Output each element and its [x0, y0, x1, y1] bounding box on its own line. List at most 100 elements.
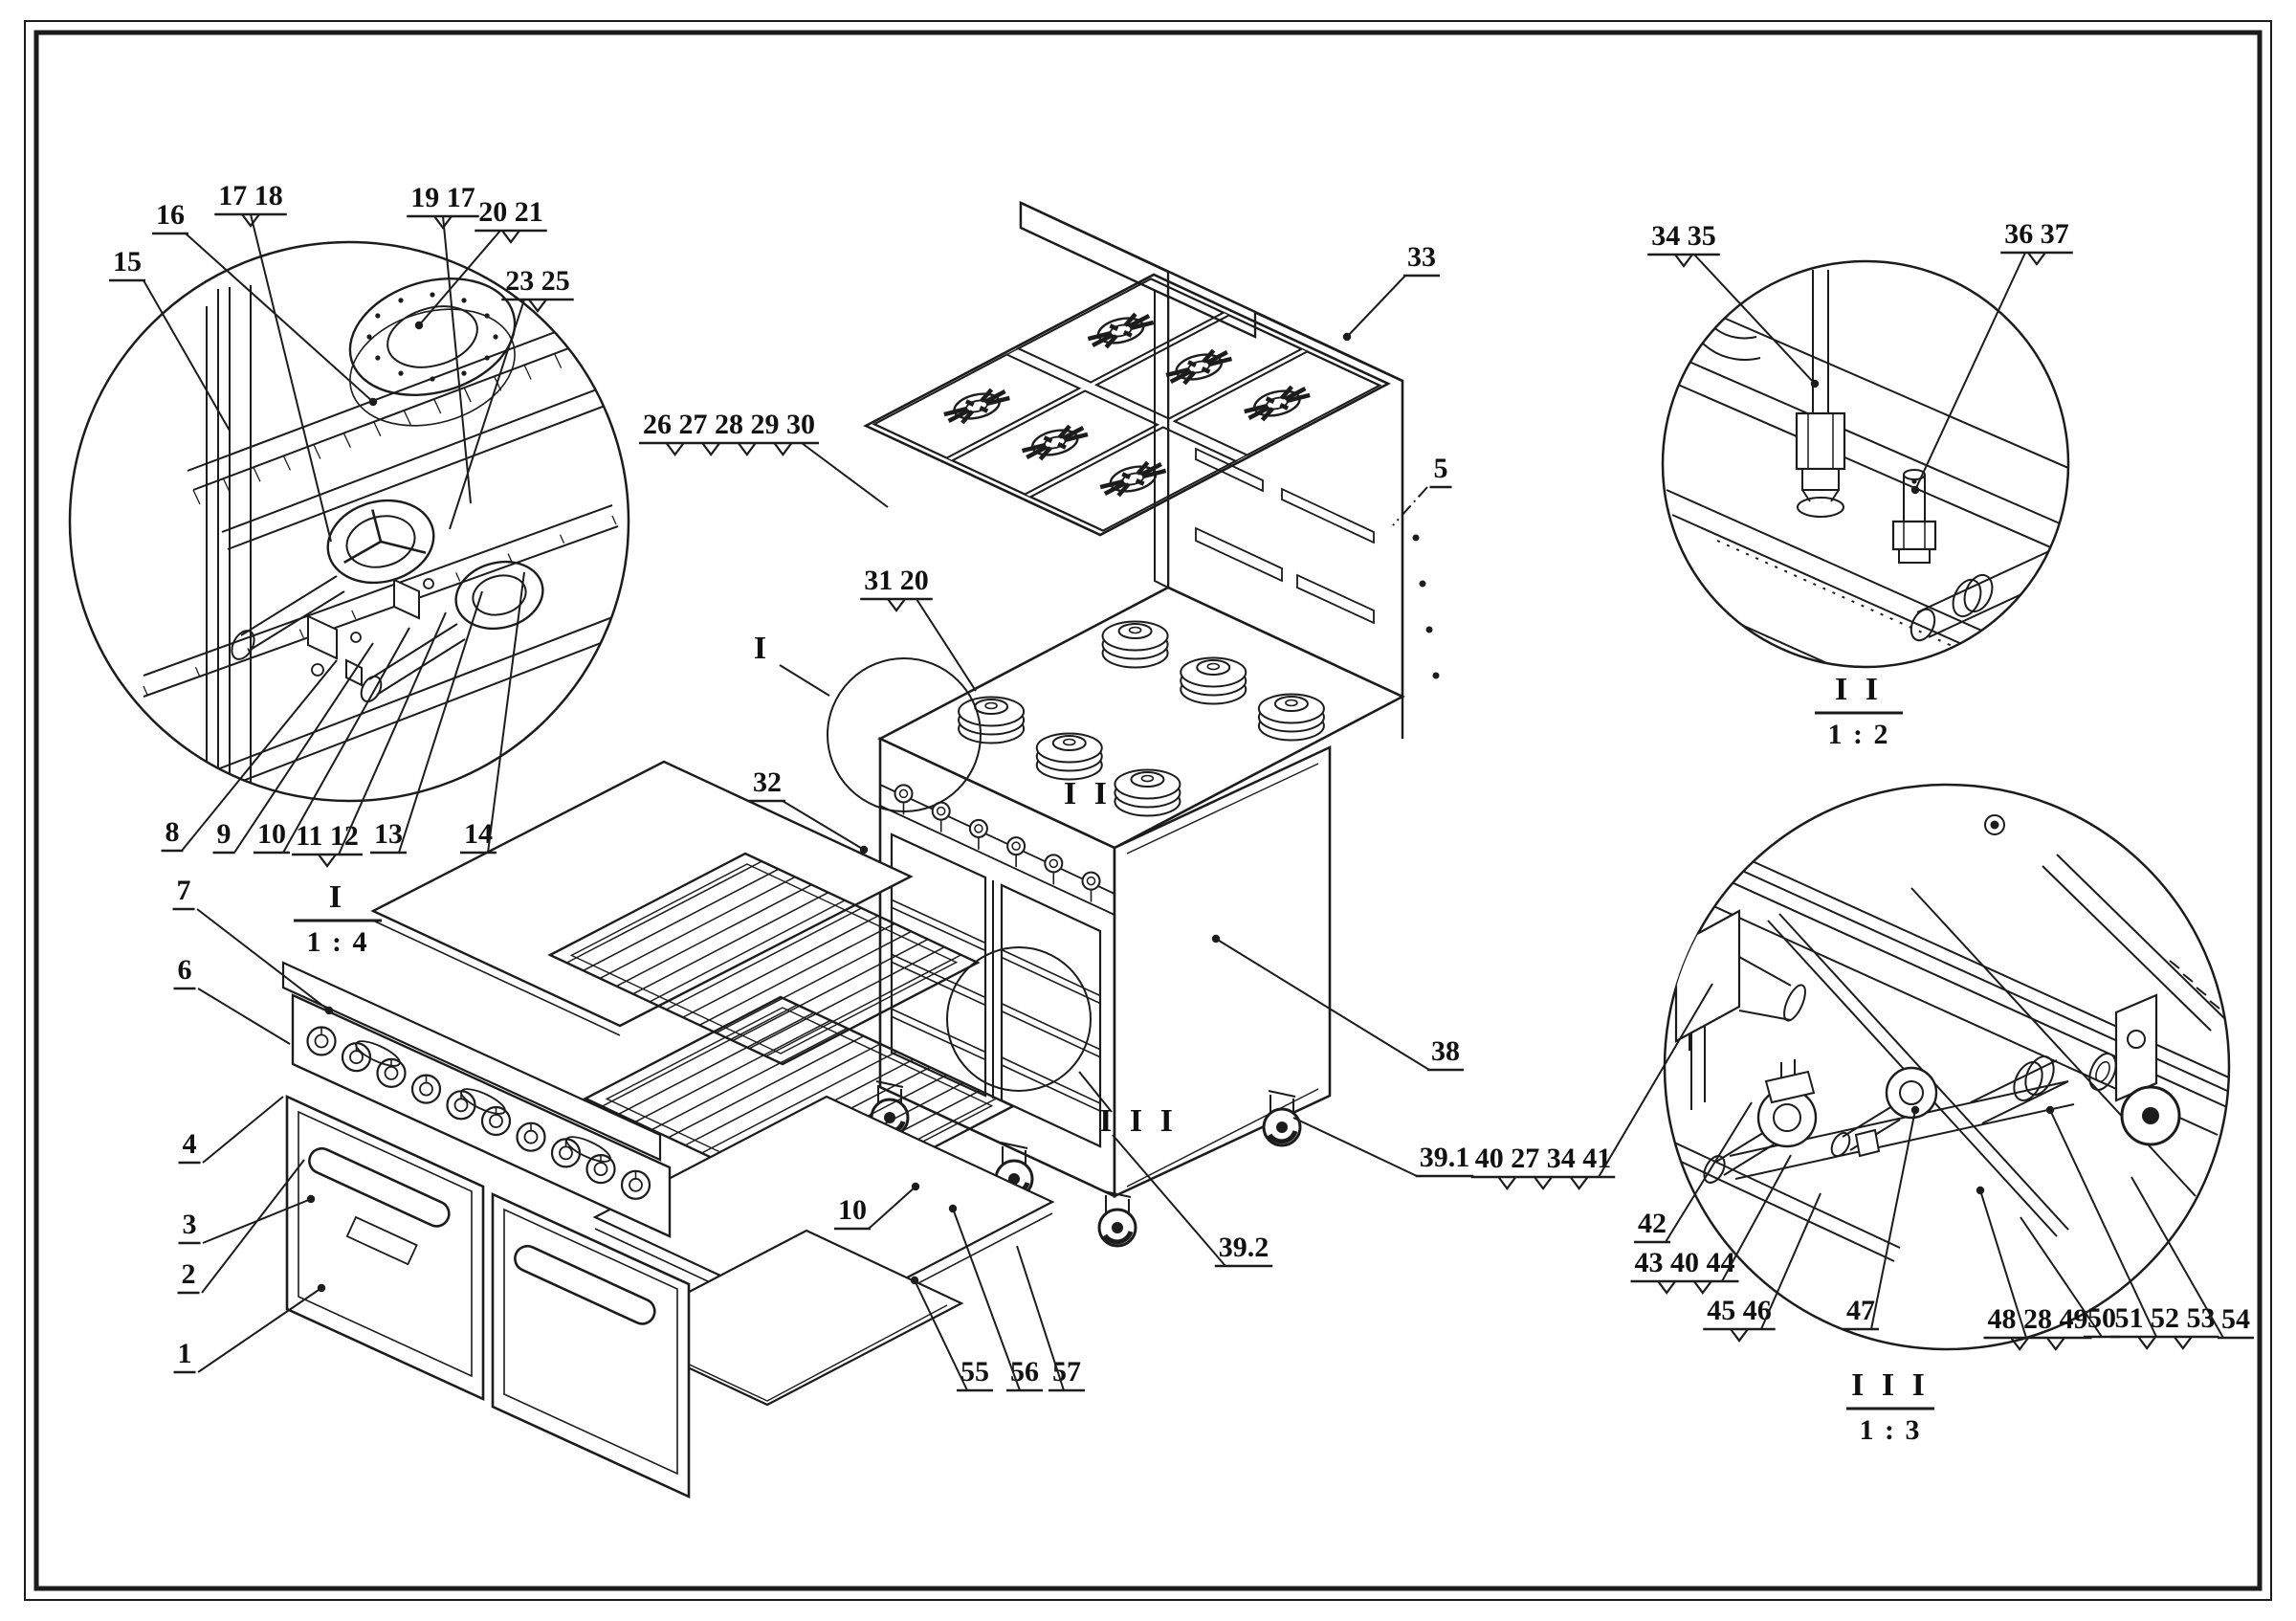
part-label-26-27-28-29-30: 26 27 28 29 30 — [643, 409, 815, 440]
part-label-36-37: 36 37 — [2004, 218, 2069, 250]
part-label-47: 47 — [1846, 1295, 1875, 1326]
callout-36-37: 36 37 — [1910, 218, 2073, 495]
callout-10b: 10 — [834, 1182, 920, 1231]
section-mark-scale: 1 : 4 — [307, 926, 369, 958]
callout-2: 2 — [177, 1159, 305, 1295]
callout-13: 13 — [370, 590, 483, 855]
part-label-10a: 10 — [257, 818, 286, 850]
part-label-17-18: 17 18 — [218, 180, 283, 211]
part-label-7: 7 — [177, 875, 191, 906]
part-label-54: 54 — [2221, 1303, 2250, 1335]
callout-5: 5 — [1392, 453, 1452, 526]
callout-19-17: 19 17 — [407, 182, 479, 504]
section-mark-scale: 1 : 2 — [1828, 719, 1890, 750]
part-label-42: 42 — [1638, 1208, 1667, 1239]
part-label-5: 5 — [1434, 453, 1448, 484]
range-main-unit — [870, 586, 1405, 1248]
callout-47: 47 — [1843, 1105, 1920, 1331]
callout-3: 3 — [178, 1194, 316, 1245]
part-label-6: 6 — [178, 954, 192, 986]
detail-3-content — [1665, 814, 2229, 1262]
detail-circle-1 — [68, 240, 630, 803]
callout-55: 55 — [910, 1276, 993, 1392]
part-label-39.1: 39.1 — [1420, 1142, 1470, 1173]
callout-15: 15 — [109, 246, 231, 432]
oven-racks-and-panels — [370, 760, 1055, 1407]
part-label-31-20: 31 20 — [864, 565, 929, 596]
front-control-panel-and-doors — [281, 961, 691, 1499]
callout-6: 6 — [173, 954, 291, 1045]
callout-33: 33 — [1342, 241, 1440, 342]
callout-56: 56 — [948, 1204, 1043, 1392]
part-label-10b: 10 — [838, 1194, 867, 1226]
burner-grate-panel — [863, 273, 1391, 537]
part-label-14: 14 — [464, 818, 493, 850]
part-label-57: 57 — [1052, 1356, 1081, 1388]
part-label-50: 50 — [2087, 1302, 2116, 1334]
sheet-border — [24, 20, 2272, 1601]
callout-11-12: 11 12 — [292, 611, 447, 868]
callout-31-20: 31 20 — [860, 565, 977, 692]
part-label-51-52-53: 51 52 53 — [2115, 1302, 2216, 1334]
part-label-56: 56 — [1010, 1356, 1039, 1388]
part-label-39.2: 39.2 — [1219, 1232, 1269, 1263]
callout-34-35: 34 35 — [1647, 220, 1820, 389]
part-label-3: 3 — [183, 1209, 197, 1240]
part-label-33: 33 — [1407, 241, 1436, 273]
callout-7: 7 — [172, 875, 334, 1015]
callout-38: 38 — [1211, 934, 1464, 1072]
callout-26-27-28-29-30: 26 27 28 29 30 — [639, 409, 889, 508]
part-label-23-25: 23 25 — [505, 265, 570, 297]
part-label-19-17: 19 17 — [410, 182, 475, 213]
callout-43-40-44: 43 40 44 — [1630, 1154, 1792, 1295]
back-riser-and-shelf — [1019, 201, 1440, 739]
detail-marker-1: I — [754, 631, 771, 666]
callout-40-27-34-41: 40 27 34 41 — [1470, 983, 1713, 1190]
callout-39.2: 39.2 — [1112, 1134, 1273, 1268]
callout-57: 57 — [1016, 1245, 1085, 1392]
callout-51-52-53: 51 52 53 — [2045, 1105, 2219, 1350]
callout-54: 54 — [2130, 1176, 2254, 1340]
section-mark-numeral: I — [329, 879, 346, 915]
callout-10a: 10 — [254, 627, 410, 855]
part-label-9: 9 — [217, 818, 232, 850]
detail-view-markers: II II I II1 : 4I I1 : 2I I I1 : 3 — [294, 631, 1934, 1446]
section-mark-1: I 1 : 4 — [294, 879, 382, 958]
detail-2-content — [1666, 270, 2068, 667]
callout-48-28-49: 48 28 49 — [1976, 1186, 2092, 1351]
part-label-15: 15 — [113, 246, 142, 278]
callout-8: 8 — [161, 659, 338, 853]
callout-20-21: 20 21 — [414, 196, 547, 330]
part-label-43-40-44: 43 40 44 — [1635, 1247, 1735, 1278]
callout-23-25: 23 25 — [449, 265, 574, 530]
part-label-32: 32 — [753, 766, 782, 798]
part-label-1: 1 — [178, 1338, 192, 1369]
part-label-16: 16 — [156, 199, 185, 231]
callout-16: 16 — [152, 199, 378, 407]
callout-42: 42 — [1634, 1101, 1753, 1244]
callout-39.1: 39.1 — [1292, 1117, 1474, 1178]
part-label-40-27-34-41: 40 27 34 41 — [1475, 1143, 1612, 1174]
detail-circle-2 — [1661, 259, 2070, 669]
detail-1-content — [143, 277, 629, 801]
detail-circle-3 — [1663, 783, 2231, 1351]
callout-9: 9 — [212, 642, 374, 855]
section-mark-3: I I I1 : 3 — [1846, 1367, 1934, 1446]
section-mark-numeral: I I I — [1851, 1367, 1930, 1403]
callout-1: 1 — [173, 1283, 326, 1374]
callout-50: 50 — [2020, 1216, 2120, 1339]
part-label-13: 13 — [374, 818, 403, 850]
part-label-4: 4 — [183, 1128, 197, 1160]
callout-14: 14 — [460, 571, 525, 855]
part-label-8: 8 — [166, 816, 180, 848]
section-mark-2: I I1 : 2 — [1815, 672, 1903, 750]
callout-4: 4 — [178, 1096, 284, 1165]
part-label-20-21: 20 21 — [478, 196, 543, 228]
part-label-11-12: 11 12 — [296, 820, 359, 852]
callout-32: 32 — [749, 766, 869, 855]
part-label-48-28-49: 48 28 49 — [1988, 1303, 2088, 1335]
part-label-34-35: 34 35 — [1651, 220, 1716, 252]
